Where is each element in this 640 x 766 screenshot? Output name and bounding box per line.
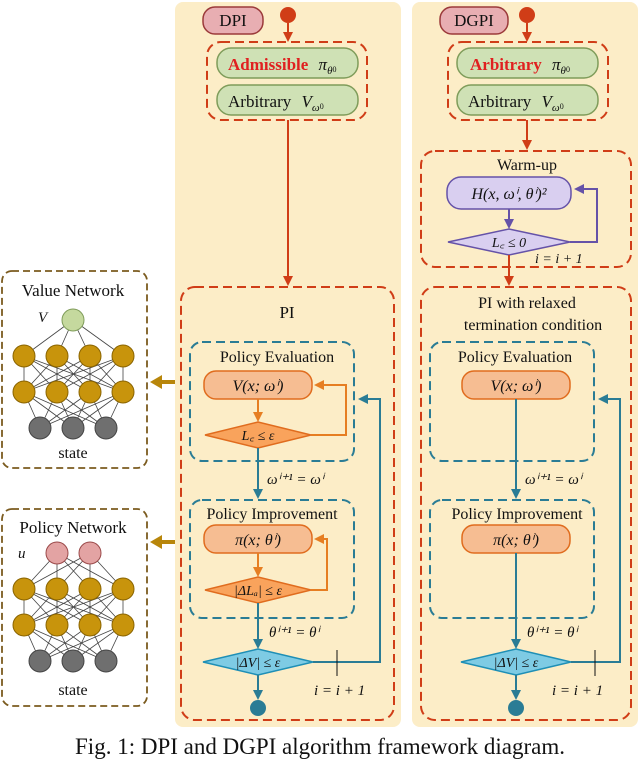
dgpi-warmup-loop-arrow [570, 184, 598, 243]
dpi-start-node [280, 7, 296, 23]
dpi-pi-title: PI [279, 303, 294, 322]
dgpi-warmup-check-text: L꜀ ≤ 0 [491, 236, 526, 251]
policy-network-hidden-layer-2 [12, 613, 135, 637]
algorithm-framework-diagram: DPI Admissible πθ0 Arbitrary Vω0 PI Poli… [1, 2, 638, 727]
dgpi-iterate-text: i = i + 1 [552, 683, 603, 699]
dgpi-policy-word: Arbitrary [470, 55, 542, 74]
dgpi-policy-node-text: π(x; θⁱ) [493, 532, 539, 549]
dpi-policy-update: θⁱ⁺¹ = θⁱ [269, 625, 321, 641]
dpi-policy-init [216, 47, 359, 79]
dpi-tag-label: DPI [219, 11, 247, 30]
value-network-output-neuron [61, 308, 85, 332]
dpi-stop-check-text: |ΔV| ≤ ε [236, 656, 281, 671]
dgpi-value-update: ωⁱ⁺¹ = ωⁱ [525, 472, 584, 488]
dgpi-policy-init [456, 47, 599, 79]
dpi-policy-node-text: π(x; θⁱ) [235, 532, 281, 549]
dpi-policy-sub: θ [327, 65, 333, 77]
dpi-critic-loss-check-text: L꜀ ≤ ε [241, 429, 275, 444]
dgpi-pi-group [420, 286, 632, 721]
dgpi-pi-title-line1: PI with relaxed [478, 295, 576, 312]
dgpi-policy-evaluation-group [429, 341, 595, 462]
dgpi-pi-title-line2: termination condition [464, 317, 602, 334]
dgpi-tag [439, 6, 509, 35]
dgpi-policy-update: θⁱ⁺¹ = θⁱ [527, 625, 579, 641]
dpi-policy-evaluation-group [189, 341, 355, 462]
dgpi-warmup-title: Warm-up [497, 157, 557, 174]
dgpi-value-sub: ω [552, 102, 560, 114]
dpi-policy-evaluation-title: Policy Evaluation [220, 349, 334, 366]
dgpi-policy-symbol: π [552, 55, 561, 74]
dgpi-value-init [456, 84, 599, 116]
dpi-policy-improvement-title: Policy Improvement [206, 506, 338, 523]
dgpi-policy-init-text: Arbitrary πθ0 [470, 55, 570, 77]
dgpi-policy-improvement-title: Policy Improvement [451, 506, 583, 523]
value-network-hidden-layer-2 [12, 380, 135, 404]
dpi-policy-word: Admissible [228, 55, 309, 74]
policy-network-input-label: state [58, 682, 87, 699]
policy-network-hidden-layer-1 [12, 577, 135, 601]
dpi-policy-init-text: Admissible πθ0 [228, 55, 336, 77]
dpi-value-sub: ω [312, 102, 320, 114]
dgpi-value-node-text: V(x; ωⁱ) [490, 378, 541, 395]
dgpi-hamiltonian-node-text: H(x, ωⁱ, θⁱ)² [471, 186, 548, 203]
dgpi-warmup-group [420, 150, 632, 268]
dgpi-policy-improvement-group [429, 499, 595, 619]
dgpi-end-node [508, 700, 524, 716]
dpi-tag [202, 6, 264, 35]
dgpi-value-word: Arbitrary [468, 92, 532, 111]
dgpi-stop-check-text: |ΔV| ≤ ε [494, 656, 539, 671]
dpi-value-init-text: Arbitrary Vω0 [228, 92, 324, 114]
dpi-value-symbol: V [302, 92, 315, 111]
dpi-iterate-text: i = i + 1 [314, 683, 365, 699]
value-network-link-arrow [150, 375, 175, 389]
dpi-outer-loop-arrow [313, 394, 381, 663]
policy-network-title: Policy Network [19, 518, 127, 537]
policy-network-output-neurons [45, 541, 102, 565]
dpi-value-node-text: V(x; ωⁱ) [232, 378, 283, 395]
dgpi-warmup-iterate-text: i = i + 1 [535, 252, 583, 267]
dpi-actor-loss-check-text: |ΔLₐ| ≤ ε [234, 584, 282, 599]
dpi-pi-group [180, 286, 395, 721]
value-network-output-label: V [38, 310, 49, 326]
dpi-value-init [216, 84, 359, 116]
policy-network-input-layer [28, 649, 118, 673]
dgpi-policy-evaluation-title: Policy Evaluation [458, 349, 572, 366]
dpi-policy-symbol: π [319, 55, 328, 74]
policy-network-link-arrow [150, 535, 175, 549]
value-network-input-label: state [58, 445, 87, 462]
dgpi-policy-sub: θ [561, 65, 567, 77]
policy-network-output-label: u [18, 546, 26, 562]
value-network-hidden-layer-1 [12, 344, 135, 368]
figure-caption: Fig. 1: DPI and DGPI algorithm framework… [75, 734, 565, 759]
dpi-end-node [250, 700, 266, 716]
dgpi-tag-label: DGPI [454, 11, 494, 30]
value-network-input-layer [28, 416, 118, 440]
dpi-evaluation-loop-arrow [311, 380, 347, 436]
dpi-policy-improvement-group [189, 499, 355, 619]
dgpi-start-node [519, 7, 535, 23]
dpi-improvement-loop-arrow [311, 534, 328, 591]
dgpi-value-init-text: Arbitrary Vω0 [468, 92, 564, 114]
value-network-title: Value Network [22, 281, 125, 300]
dpi-value-update: ωⁱ⁺¹ = ωⁱ [267, 472, 326, 488]
dgpi-value-symbol: V [542, 92, 555, 111]
dpi-value-word: Arbitrary [228, 92, 292, 111]
